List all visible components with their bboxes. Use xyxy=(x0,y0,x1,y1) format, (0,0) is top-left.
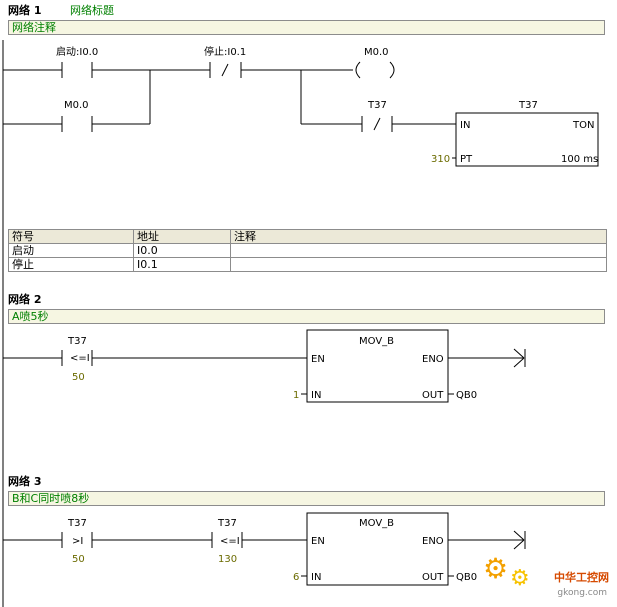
network-2-number: 网络 2 xyxy=(8,293,42,306)
compare-n3a-label: T37 xyxy=(67,518,87,529)
gear-icon: ⚙ xyxy=(483,552,509,585)
movb-n3-en: EN xyxy=(311,536,325,547)
movb-n3-name: MOV_B xyxy=(359,518,394,529)
row-comment[interactable] xyxy=(230,257,607,272)
compare-n3b-value: 130 xyxy=(218,554,237,565)
watermark-text: 中华工控网 xyxy=(554,571,609,584)
ton-pt-value[interactable]: 310 xyxy=(431,154,450,165)
movb-n2-eno: ENO xyxy=(422,354,444,365)
row-symbol[interactable]: 启动 xyxy=(8,243,134,258)
nc-slash-t37 xyxy=(373,117,381,131)
movb-n2-in: IN xyxy=(311,390,321,401)
ton-timebase: 100 ms xyxy=(561,154,598,165)
movb-box-n3[interactable]: MOV_B EN ENO IN OUT 6 QB0 xyxy=(293,518,477,583)
movb-n3-in: IN xyxy=(311,572,321,583)
compare-n2-op: <=I xyxy=(70,353,90,364)
movb-box-n2[interactable]: MOV_B EN ENO IN OUT 1 QB0 xyxy=(293,336,477,401)
movb-n2-out: OUT xyxy=(422,390,444,401)
header-address[interactable]: 地址 xyxy=(133,229,231,244)
contact-m00[interactable]: M0.0 xyxy=(64,100,89,111)
row-comment[interactable] xyxy=(230,243,607,258)
movb-n2-out-value[interactable]: QB0 xyxy=(456,390,477,401)
network-3-number: 网络 3 xyxy=(8,475,42,488)
ton-type: TON xyxy=(572,120,594,131)
contact-m00-label: M0.0 xyxy=(64,100,89,111)
header-symbol[interactable]: 符号 xyxy=(8,229,134,244)
network-1-comment[interactable]: 网络注释 xyxy=(8,20,605,35)
network-1-title[interactable]: 网络标题 xyxy=(70,4,114,17)
row-address[interactable]: I0.0 xyxy=(133,243,231,258)
gear-icon-small: ⚙ xyxy=(510,566,530,591)
row-symbol[interactable]: 停止 xyxy=(8,257,134,272)
compare-n2-label: T37 xyxy=(67,336,87,347)
movb-n2-en: EN xyxy=(311,354,325,365)
compare-n3b-label: T37 xyxy=(217,518,237,529)
coil-m00[interactable]: M0.0 xyxy=(364,47,389,58)
compare-n3a-op: >I xyxy=(72,536,83,547)
table-row[interactable]: 停止 I0.1 xyxy=(8,257,607,272)
network-1-number: 网络 1 xyxy=(8,4,42,17)
movb-n2-name: MOV_B xyxy=(359,336,394,347)
compare-contact-n3-b[interactable]: T37 <=I 130 xyxy=(217,518,240,565)
ton-in-pin: IN xyxy=(460,120,470,131)
ton-box-name: T37 xyxy=(518,100,538,111)
coil-m00-label: M0.0 xyxy=(364,47,389,58)
compare-n3b-op: <=I xyxy=(220,536,240,547)
symbol-table-header: 符号 地址 注释 xyxy=(8,229,607,244)
contact-t37[interactable]: T37 xyxy=(367,100,387,111)
nc-slash-stop xyxy=(221,63,229,77)
symbol-table: 符号 地址 注释 启动 I0.0 停止 I0.1 xyxy=(8,229,607,272)
compare-n3a-value: 50 xyxy=(72,554,85,565)
contact-t37-label: T37 xyxy=(367,100,387,111)
network-2-comment[interactable]: A喷5秒 xyxy=(8,309,605,324)
compare-n2-value: 50 xyxy=(72,372,85,383)
ton-box[interactable]: T37 IN TON PT 100 ms 310 xyxy=(431,100,598,165)
movb-n3-out-value[interactable]: QB0 xyxy=(456,572,477,583)
row-address[interactable]: I0.1 xyxy=(133,257,231,272)
ton-pt-pin: PT xyxy=(460,154,473,165)
header-comment[interactable]: 注释 xyxy=(230,229,607,244)
movb-n3-eno: ENO xyxy=(422,536,444,547)
network-3-comment[interactable]: B和C同时喷8秒 xyxy=(8,491,605,506)
movb-n3-out: OUT xyxy=(422,572,444,583)
compare-contact-n3-a[interactable]: T37 >I 50 xyxy=(67,518,87,565)
contact-start[interactable]: 启动:I0.0 xyxy=(56,45,98,58)
compare-contact-n2[interactable]: T37 <=I 50 xyxy=(67,336,90,383)
contact-start-label: 启动:I0.0 xyxy=(56,45,98,58)
movb-n3-in-value[interactable]: 6 xyxy=(293,572,299,583)
contact-stop[interactable]: 停止:I0.1 xyxy=(204,45,246,58)
watermark-url: gkong.com xyxy=(557,588,607,598)
table-row[interactable]: 启动 I0.0 xyxy=(8,243,607,258)
contact-stop-label: 停止:I0.1 xyxy=(204,45,246,58)
movb-n2-in-value[interactable]: 1 xyxy=(293,390,299,401)
